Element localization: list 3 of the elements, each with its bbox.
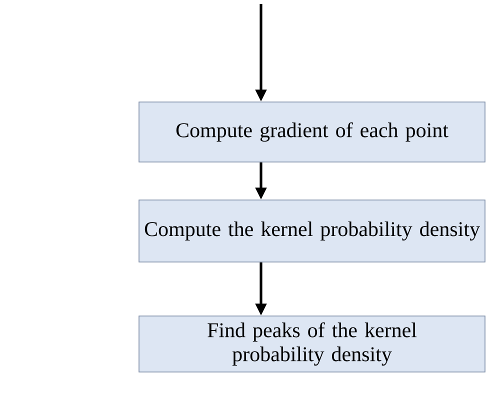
process-box: Compute gradient of each point bbox=[138, 102, 486, 162]
process-box: Find peaks of the kernel probability density bbox=[138, 316, 486, 372]
process-box: Compute the kernel probability density bbox=[138, 200, 486, 262]
